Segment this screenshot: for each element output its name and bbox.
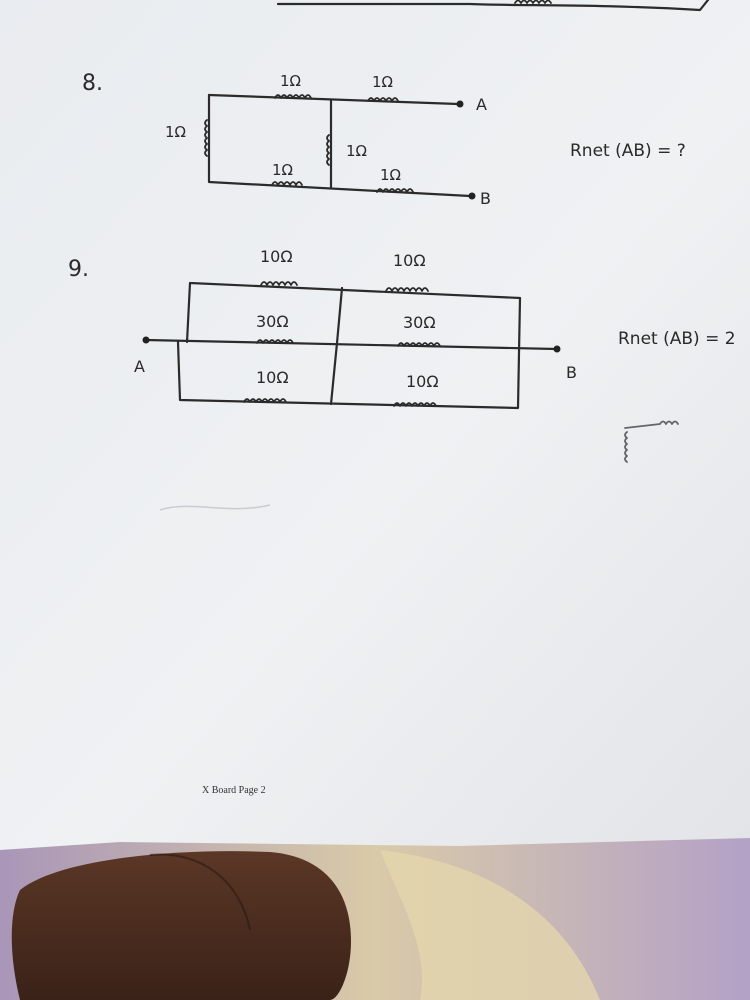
p8-resistor-top-left bbox=[274, 94, 312, 99]
p9-label-top-left: 10Ω bbox=[260, 247, 293, 266]
p8-resistor-bottom-left bbox=[271, 181, 303, 186]
p9-label-mid-right: 30Ω bbox=[403, 313, 436, 332]
prev-circuit-resistor bbox=[514, 0, 552, 4]
fabric-fold bbox=[380, 850, 600, 1000]
problem-8-number: 8. bbox=[82, 71, 103, 96]
p8-label-top-left: 1Ω bbox=[280, 72, 301, 90]
p9-resistor-mid-left bbox=[256, 339, 294, 344]
hand bbox=[11, 851, 351, 1000]
p9-main-wire bbox=[144, 338, 558, 351]
p8-label-middle: 1Ω bbox=[346, 142, 367, 160]
p8-label-bottom-right: 1Ω bbox=[380, 166, 401, 184]
p8-label-bottom-left: 1Ω bbox=[272, 161, 293, 179]
p9-resistor-top-right bbox=[385, 287, 429, 292]
paper-sheet bbox=[0, 0, 750, 850]
p9-middle-wire bbox=[329, 286, 344, 406]
p9-label-bottom-left: 10Ω bbox=[256, 368, 289, 387]
p8-terminal-a-label: A bbox=[476, 95, 487, 114]
p9-resistor-bottom-right bbox=[393, 402, 437, 407]
p8-label-left: 1Ω bbox=[165, 123, 186, 141]
p9-outer-frame bbox=[176, 281, 522, 410]
p8-terminal-a-dot bbox=[456, 100, 464, 108]
p9-terminal-a-dot bbox=[142, 336, 150, 344]
p9-resistor-bottom-left bbox=[243, 398, 287, 403]
finger-crease bbox=[149, 853, 251, 931]
p8-resistor-left bbox=[204, 119, 208, 157]
prev-circuit-wire bbox=[276, 0, 710, 12]
p8-terminal-b-label: B bbox=[480, 189, 491, 208]
p9-terminal-b-label: B bbox=[566, 363, 577, 382]
p9-terminal-b-dot bbox=[553, 345, 561, 353]
p9-terminal-a-label: A bbox=[134, 357, 145, 376]
p8-terminal-b-dot bbox=[468, 192, 476, 200]
page-footer: X Board Page 2 bbox=[202, 785, 266, 796]
p8-label-top-right: 1Ω bbox=[372, 73, 393, 91]
p9-label-mid-left: 30Ω bbox=[256, 312, 289, 331]
p8-top-wire bbox=[207, 93, 460, 106]
pencil-doodle bbox=[624, 420, 679, 463]
p8-resistor-bottom-right bbox=[376, 188, 414, 193]
p8-question: Rnet (AB) = ? bbox=[570, 141, 686, 161]
faint-mark bbox=[159, 504, 271, 511]
p9-label-top-right: 10Ω bbox=[393, 251, 426, 270]
p9-resistor-mid-right bbox=[397, 342, 441, 347]
p9-question: Rnet (AB) = 2 bbox=[618, 329, 736, 349]
p8-resistor-middle bbox=[326, 134, 330, 166]
p8-resistor-top-right bbox=[367, 97, 399, 102]
p9-label-bottom-right: 10Ω bbox=[406, 372, 439, 391]
problem-9-number: 9. bbox=[68, 257, 89, 282]
p9-resistor-top-left bbox=[260, 281, 298, 286]
